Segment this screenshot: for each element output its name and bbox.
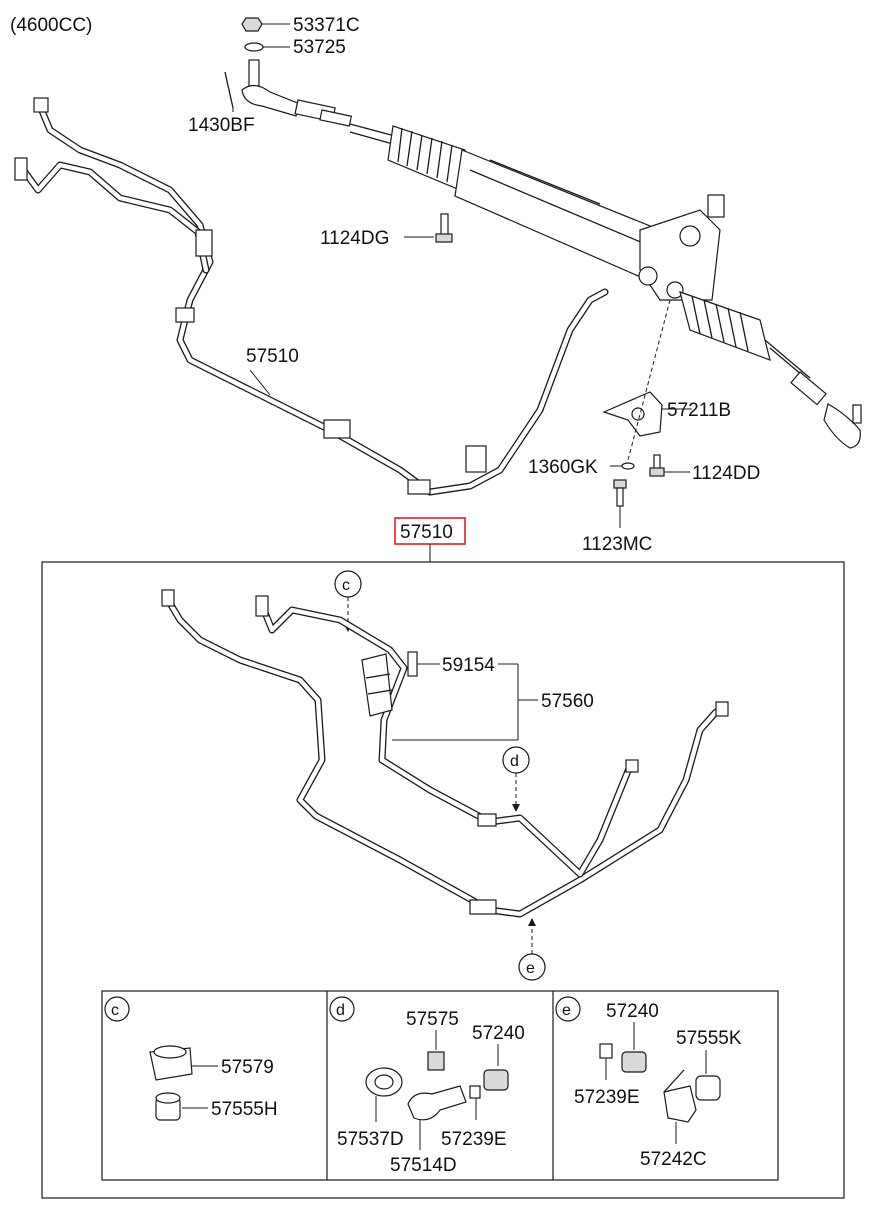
label-53371c[interactable]: 53371C [293,15,360,36]
label-1124dd[interactable]: 1124DD [692,463,760,484]
panel-d: d 57575 57240 57537D 57514D 57239E [329,996,525,1176]
collar-57239e-d [469,1085,481,1120]
grommet-57575 [427,1030,445,1071]
subdetail-frame [101,990,779,1181]
bolt-1124dd [649,454,690,477]
label-57575[interactable]: 57575 [406,1009,459,1030]
label-57510-top[interactable]: 57510 [246,346,299,367]
washer-1360gk [610,462,635,470]
panel-e: e 57240 57555K 57239E 57242C [555,996,742,1170]
label-1124dg[interactable]: 1124DG [320,228,389,249]
label-57240-d[interactable]: 57240 [472,1023,525,1044]
label-57510-box[interactable]: 57510 [400,522,453,543]
label-1430bf[interactable]: 1430BF [188,115,255,136]
svg-text:d: d [336,1002,345,1019]
panel-c: c 57579 57555H [104,996,278,1121]
svg-text:c: c [342,577,350,594]
bolt-1124dg [404,213,453,243]
washer-53725 [244,42,290,52]
svg-text:c: c [111,1002,119,1019]
bolt-1123mc [613,479,627,528]
label-57240-e[interactable]: 57240 [606,1001,659,1022]
engine-note: (4600CC) [10,15,92,36]
svg-text:e: e [526,960,535,977]
svg-text:e: e [562,1002,571,1019]
rack-boot-right [679,291,771,361]
label-57560[interactable]: 57560 [541,691,594,712]
label-53725[interactable]: 53725 [293,37,346,58]
tie-rod-end-right [790,371,862,449]
label-1123mc[interactable]: 1123MC [582,534,652,555]
label-59154[interactable]: 59154 [442,655,495,676]
callout-e-marker[interactable]: e [518,918,546,981]
label-57239e-e[interactable]: 57239E [574,1087,640,1108]
hose-assembly-top [14,97,609,496]
bushing-57555h [155,1092,208,1121]
label-57211b[interactable]: 57211B [667,400,731,421]
grommet-57240-e [621,1022,647,1073]
label-57239e-d[interactable]: 57239E [441,1129,507,1150]
bracket-57211b [602,299,692,461]
grommet-57240-d [483,1044,509,1091]
bushing-57537d [365,1067,403,1122]
collar-57239e-e [599,1043,613,1080]
hose-assembly-detail [161,589,729,918]
clamp-57514d [407,1085,467,1150]
label-1360gk[interactable]: 1360GK [528,457,598,478]
label-57242c[interactable]: 57242C [640,1149,707,1170]
detail-frame [41,561,845,1199]
nut-53371c [241,17,290,32]
bushing-57555k [695,1050,721,1101]
leader-57560 [392,663,538,741]
label-57514d[interactable]: 57514D [390,1155,457,1176]
label-57579[interactable]: 57579 [221,1057,274,1078]
clip-57579 [149,1045,218,1081]
label-57555h[interactable]: 57555H [211,1099,278,1120]
bracket-57242c [663,1069,697,1144]
rack-boot-left [387,125,466,191]
cotter-pin-1430bf [224,71,234,112]
tube-59154 [407,651,440,677]
label-57555k[interactable]: 57555K [676,1028,742,1049]
svg-text:d: d [510,753,519,770]
callout-d-marker[interactable]: d [502,746,530,812]
label-57537d[interactable]: 57537D [337,1129,404,1150]
steering-rack-gear [349,123,816,387]
tie-rod-end-left [241,59,353,127]
